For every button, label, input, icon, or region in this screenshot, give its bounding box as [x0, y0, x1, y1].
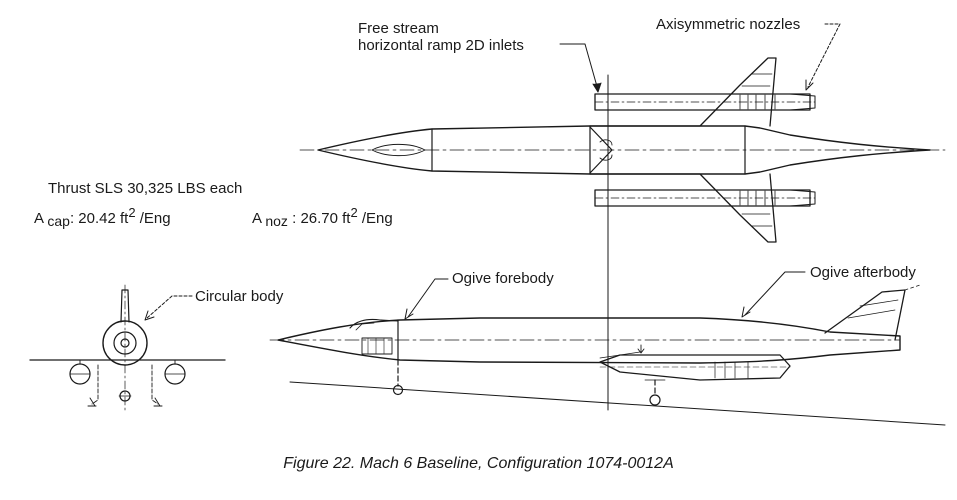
anoz-unit: /Eng: [357, 210, 393, 227]
free-stream-inlets-label: Free stream horizontal ramp 2D inlets: [358, 20, 524, 54]
acap-unit: /Eng: [135, 210, 171, 227]
anoz-symbol: A: [252, 210, 262, 227]
axisymmetric-nozzles-label: Axisymmetric nozzles: [656, 16, 801, 33]
leader-lines: [144, 23, 841, 321]
circular-body-label: Circular body: [195, 288, 284, 305]
anoz-value: : 26.70 ft: [287, 210, 351, 227]
acap-spec: A cap: 20.42 ft2 /Eng: [34, 204, 171, 230]
free-stream-label-line2: horizontal ramp 2D inlets: [358, 37, 524, 54]
figure-caption: Figure 22. Mach 6 Baseline, Configuratio…: [283, 455, 674, 472]
front-view: [29, 284, 226, 411]
thrust-spec: Thrust SLS 30,325 LBS each: [48, 180, 243, 197]
side-view: [269, 284, 946, 426]
top-view: [299, 57, 946, 411]
free-stream-label-line1: Free stream: [358, 20, 439, 37]
acap-symbol: A: [34, 210, 44, 227]
ogive-afterbody-label: Ogive afterbody: [810, 264, 916, 281]
anoz-exponent: 2: [350, 205, 358, 220]
acap-exponent: 2: [128, 205, 136, 220]
acap-value: : 20.42 ft: [69, 210, 129, 227]
anoz-subscript: noz: [265, 213, 288, 229]
ogive-forebody-label: Ogive forebody: [452, 270, 554, 287]
acap-subscript: cap: [47, 213, 70, 229]
anoz-spec: A noz : 26.70 ft2 /Eng: [252, 204, 393, 230]
